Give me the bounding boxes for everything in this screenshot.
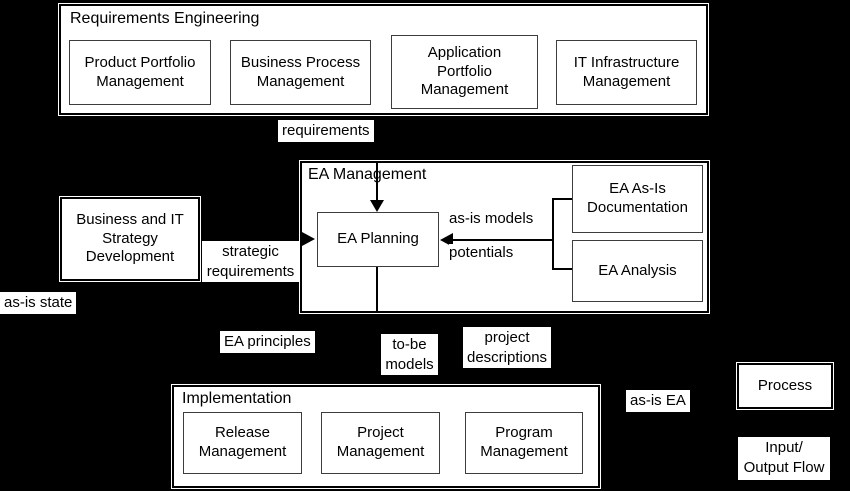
ea-analysis-box: EA Analysis	[572, 240, 703, 302]
bracket-bottom-stub-line	[552, 268, 573, 270]
ea-management-title: EA Management	[308, 166, 427, 183]
program-management-box: Program Management	[465, 412, 583, 474]
as-is-state-flow-label: as-is state	[0, 292, 77, 314]
requirements-engineering-title: Requirements Engineering	[70, 10, 260, 27]
requirements-flow-line	[376, 163, 378, 201]
implementation-container: Implementation Release Management Projec…	[172, 385, 600, 488]
bracket-line	[552, 198, 554, 270]
project-management-box: Project Management	[321, 412, 440, 474]
as-is-models-flow-label: as-is models	[449, 210, 534, 227]
as-is-models-flow-line	[452, 239, 553, 241]
ea-planning-box: EA Planning	[317, 212, 439, 267]
project-descriptions-flow-label: project descriptions	[463, 327, 552, 368]
as-is-models-arrowhead-icon	[440, 233, 453, 247]
application-portfolio-management-box: Application Portfolio Management	[391, 35, 538, 109]
business-process-management-box: Business Process Management	[230, 40, 371, 105]
requirements-engineering-container: Requirements Engineering Product Portfol…	[59, 4, 708, 115]
to-be-models-flow-line	[376, 265, 378, 311]
legend-process-box: Process	[737, 363, 833, 409]
ea-management-container: EA Management EA Planning EA As-Is Docum…	[300, 161, 709, 313]
strategic-requirements-flow-label: strategic requirements	[202, 241, 299, 282]
as-is-ea-flow-label: as-is EA	[626, 390, 690, 412]
ea-principles-flow-label: EA principles	[220, 331, 315, 353]
ea-as-is-documentation-box: EA As-Is Documentation	[572, 165, 703, 233]
release-management-box: Release Management	[183, 412, 302, 474]
strategic-requirements-arrowhead-icon	[302, 232, 315, 246]
requirements-arrowhead-icon	[370, 200, 384, 212]
business-it-strategy-development-box: Business and IT Strategy Development	[60, 197, 200, 281]
bracket-top-stub-line	[552, 198, 573, 200]
product-portfolio-management-box: Product Portfolio Management	[69, 40, 211, 105]
implementation-title: Implementation	[182, 390, 292, 407]
requirements-flow-label: requirements	[278, 120, 374, 142]
legend-io-flow-label: Input/ Output Flow	[738, 437, 830, 480]
to-be-models-flow-label: to-be models	[381, 334, 438, 375]
it-infrastructure-management-box: IT Infrastructure Management	[556, 40, 697, 105]
potentials-flow-label: potentials	[449, 244, 514, 261]
